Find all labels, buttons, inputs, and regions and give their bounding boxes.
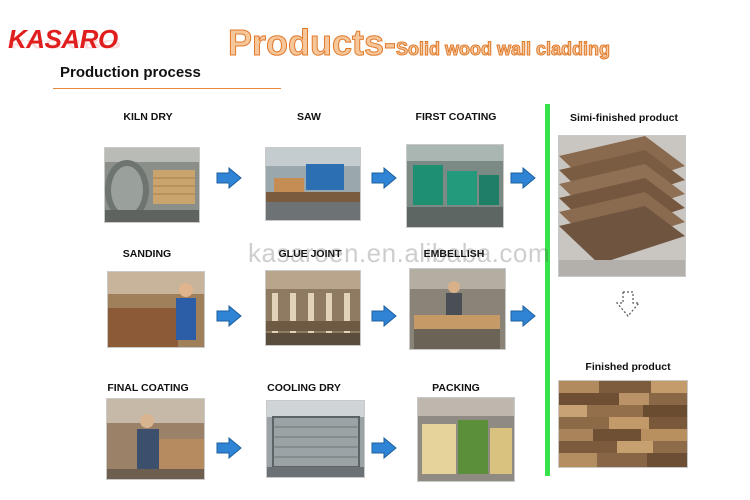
arrow-right-icon	[371, 305, 397, 327]
dashed-arrow-down-icon	[615, 291, 641, 317]
step-label-packing: PACKING	[432, 382, 480, 394]
step-label-embellish: EMBELLISH	[423, 248, 485, 260]
photo-cooling-dry	[266, 400, 365, 478]
photo-kiln-dry	[104, 147, 200, 223]
semi-finished-label: Simi-finished product	[570, 112, 678, 124]
arrow-right-icon	[371, 167, 397, 189]
step-label-kiln-dry: KILN DRY	[123, 111, 173, 123]
title-main: Products-	[227, 22, 397, 64]
title-sub: Solid wood wall cladding	[396, 39, 611, 60]
photo-saw	[265, 147, 361, 221]
step-label-glue-joint: GLUE JOINT	[278, 248, 342, 260]
page-title: Products-Solid wood wall cladding	[227, 22, 611, 64]
logo-reflection: KASARO	[8, 37, 121, 52]
photo-glue-joint	[265, 270, 361, 346]
photo-embellish	[409, 268, 506, 350]
section-divider	[545, 104, 550, 476]
arrow-right-icon	[510, 305, 536, 327]
photo-packing	[417, 397, 515, 482]
arrow-right-icon	[371, 437, 397, 459]
arrow-right-icon	[216, 167, 242, 189]
arrow-right-icon	[510, 167, 536, 189]
arrow-right-icon	[216, 305, 242, 327]
photo-final-coating	[106, 398, 205, 480]
brand-logo: KASARO KASARO	[8, 24, 130, 68]
step-label-final-coating: FINAL COATING	[107, 382, 189, 394]
watermark: kasaroen.en.alibaba.com	[248, 238, 551, 268]
step-label-saw: SAW	[297, 111, 321, 123]
finished-product-label: Finished product	[585, 361, 671, 373]
logo-text: KASARO	[8, 24, 118, 54]
step-label-sanding: SANDING	[122, 248, 172, 260]
photo-finished-product	[558, 380, 688, 468]
photo-first-coating	[406, 144, 504, 228]
step-label-cooling-dry: COOLING DRY	[267, 382, 341, 394]
arrow-right-icon	[216, 437, 242, 459]
section-heading: Production process	[60, 64, 201, 81]
heading-underline	[53, 88, 281, 89]
photo-semi-finished-product	[558, 135, 686, 277]
photo-sanding	[107, 271, 205, 348]
step-label-first-coating: FIRST COATING	[415, 111, 497, 123]
